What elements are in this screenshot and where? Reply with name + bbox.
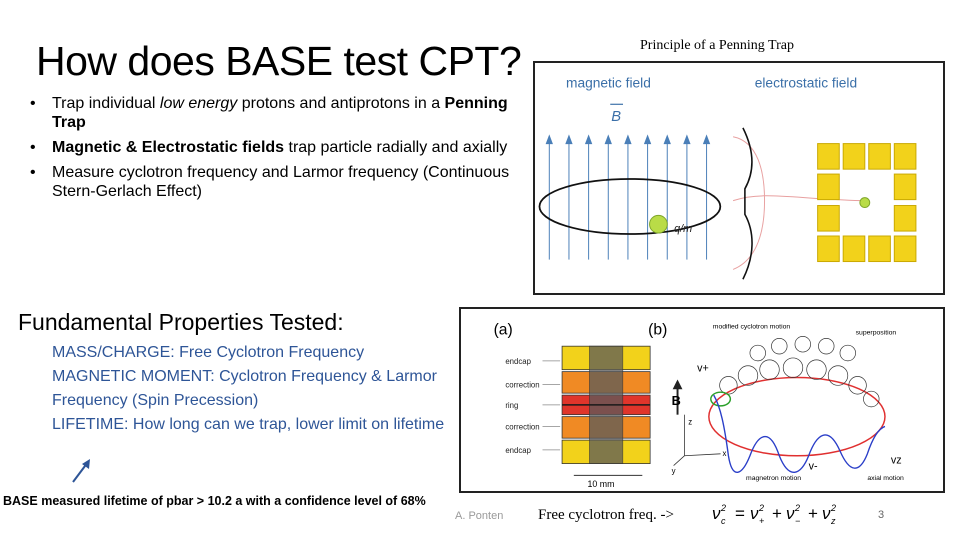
svg-text:=: = (735, 504, 745, 523)
svg-text:correction: correction (505, 422, 539, 431)
scale-label: 10 mm (588, 479, 615, 489)
equipotential-line (732, 136, 766, 270)
author-footer: A. Ponten (455, 510, 504, 522)
axial-motion-label: axial motion (867, 475, 904, 482)
svg-text:+: + (808, 504, 818, 523)
svg-text:z: z (830, 516, 836, 526)
svg-text:+: + (772, 504, 782, 523)
bullet-item: Magnetic & Electrostatic fields trap par… (30, 138, 520, 157)
trap-motion-diagram: (a) (b) endcap correction ring correctio… (459, 307, 945, 493)
penning-trap-diagram: magnetic field electrostatic field B q/m (533, 61, 945, 295)
svg-text:ν: ν (786, 504, 795, 523)
svg-text:−: − (795, 516, 800, 526)
electrode-stack (817, 143, 917, 263)
y-axis-label: y (672, 466, 676, 475)
modified-cyclotron-orbit (710, 391, 732, 407)
svg-text:2: 2 (758, 503, 764, 513)
property-mass-charge: MASS/CHARGE: Free Cyclotron Frequency (52, 344, 365, 361)
penning-trap-caption: Principle of a Penning Trap (640, 38, 794, 53)
svg-text:2: 2 (720, 503, 726, 513)
panel-a-label: (a) (494, 321, 513, 338)
x-axis-label: x (723, 449, 727, 458)
particle-icon-small (859, 197, 871, 208)
nu-z-label: vz (891, 455, 902, 467)
superposition-label: superposition (856, 329, 897, 336)
property-lifetime: LIFETIME: How long can we trap, lower li… (52, 416, 445, 433)
electrode-profile (742, 127, 753, 280)
electrostatic-field-label: electrostatic field (755, 76, 857, 91)
electrode-labels: endcap correction ring correction endcap (505, 357, 539, 455)
svg-text:ring: ring (505, 401, 518, 410)
bullet-list: Trap individual low energy protons and a… (30, 94, 520, 207)
properties-heading: Fundamental Properties Tested: (18, 309, 344, 335)
magnetic-field-lines (545, 134, 711, 260)
axis-line (732, 195, 861, 202)
axial-motion-trace (713, 394, 886, 473)
charge-mass-label: q/m (674, 223, 692, 235)
magnetic-field-label: magnetic field (566, 76, 651, 91)
nu-minus-label: v- (809, 460, 818, 472)
panel-b-label: (b) (648, 321, 667, 338)
z-axis-label: z (688, 417, 692, 426)
particle-icon (649, 214, 668, 234)
svg-text:correction: correction (505, 380, 539, 389)
pointer-arrow-icon (72, 459, 90, 483)
svg-text:c: c (721, 516, 726, 526)
superposition-loops (719, 336, 880, 408)
svg-text:endcap: endcap (505, 446, 531, 455)
page-number: 3 (878, 509, 885, 521)
svg-text:2: 2 (794, 503, 800, 513)
properties-list: MASS/CHARGE: Free Cyclotron Frequency MA… (52, 341, 452, 437)
bullet-item: Trap individual low energy protons and a… (30, 94, 520, 132)
svg-text:ν: ν (822, 504, 831, 523)
svg-text:+: + (759, 516, 764, 526)
coordinate-axes (673, 414, 721, 466)
bullet-item: Measure cyclotron frequency and Larmor f… (30, 163, 520, 201)
svg-text:ν: ν (712, 504, 721, 523)
magnetron-orbit (708, 376, 886, 457)
nu-plus-label: v+ (697, 363, 709, 375)
electrode-leader-lines (542, 360, 561, 451)
magnetron-label: magnetron motion (746, 475, 801, 482)
b-field-symbol: B (611, 109, 621, 125)
slide-title: How does BASE test CPT? (36, 38, 522, 84)
cyclotron-orbit (538, 178, 722, 235)
svg-text:endcap: endcap (505, 357, 531, 366)
free-cyclotron-label: Free cyclotron freq. -> (538, 507, 674, 523)
b-field-label: B (672, 393, 681, 408)
property-magnetic-moment: MAGNETIC MOMENT: Cyclotron Frequency & L… (52, 368, 437, 409)
svg-text:2: 2 (830, 503, 836, 513)
lifetime-note: BASE measured lifetime of pbar > 10.2 a … (3, 494, 426, 508)
modified-cyclotron-label: modified cyclotron motion (713, 324, 791, 331)
svg-text:ν: ν (750, 504, 759, 523)
electrode-cylinder (561, 345, 651, 464)
